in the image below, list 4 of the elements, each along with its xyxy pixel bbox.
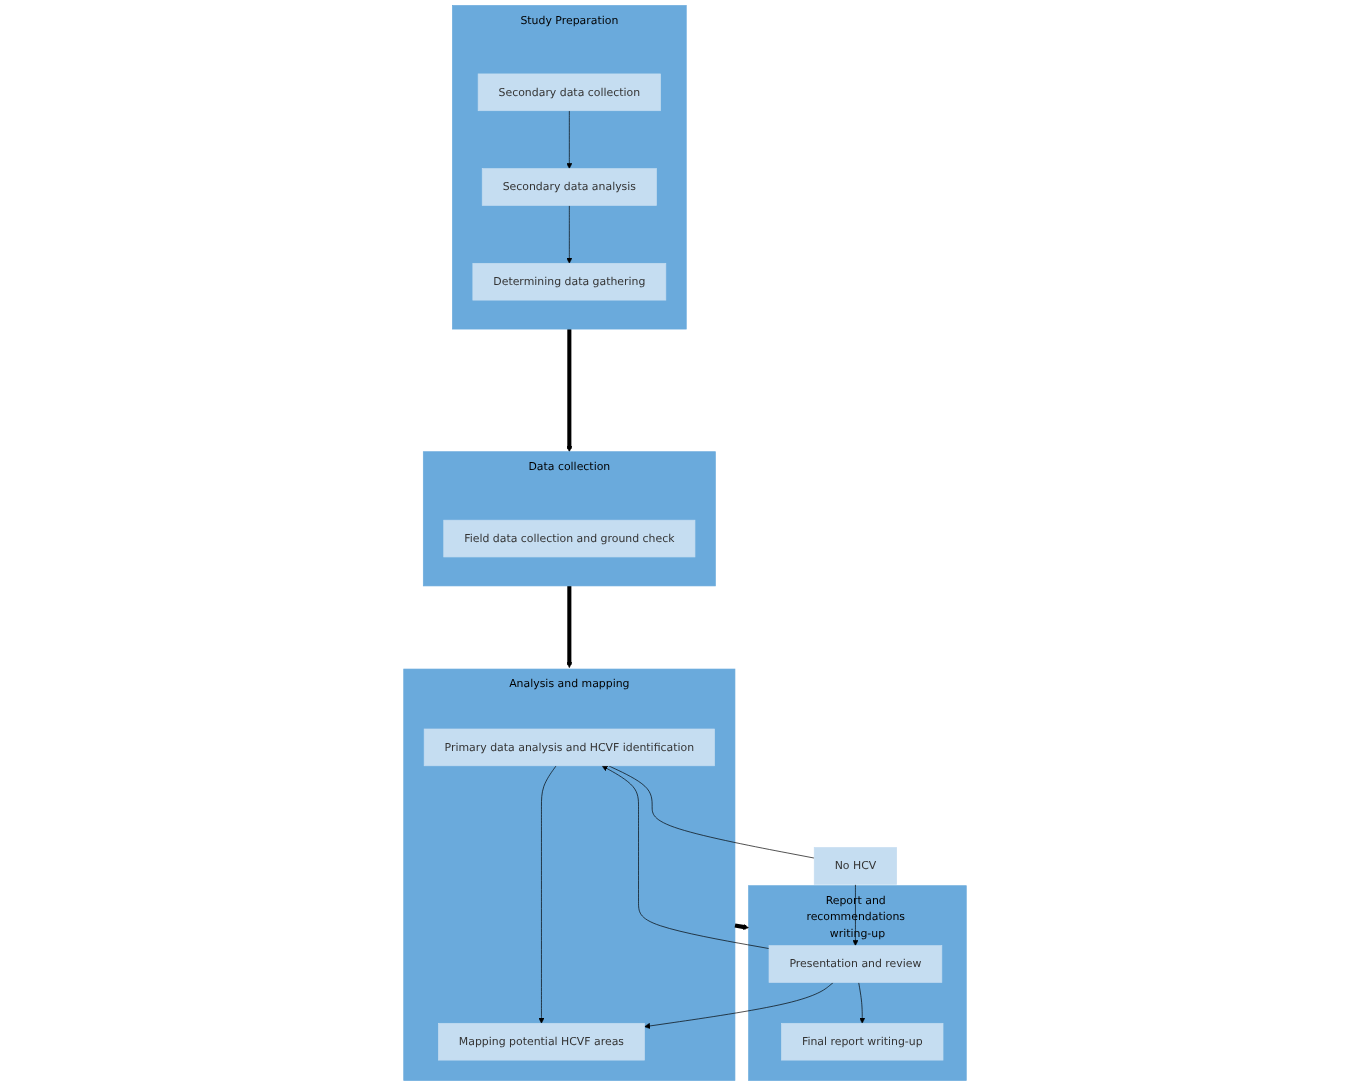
arrow (566, 329, 573, 452)
arrow (734, 923, 749, 930)
connector (608, 765, 815, 859)
arrow (566, 585, 573, 668)
